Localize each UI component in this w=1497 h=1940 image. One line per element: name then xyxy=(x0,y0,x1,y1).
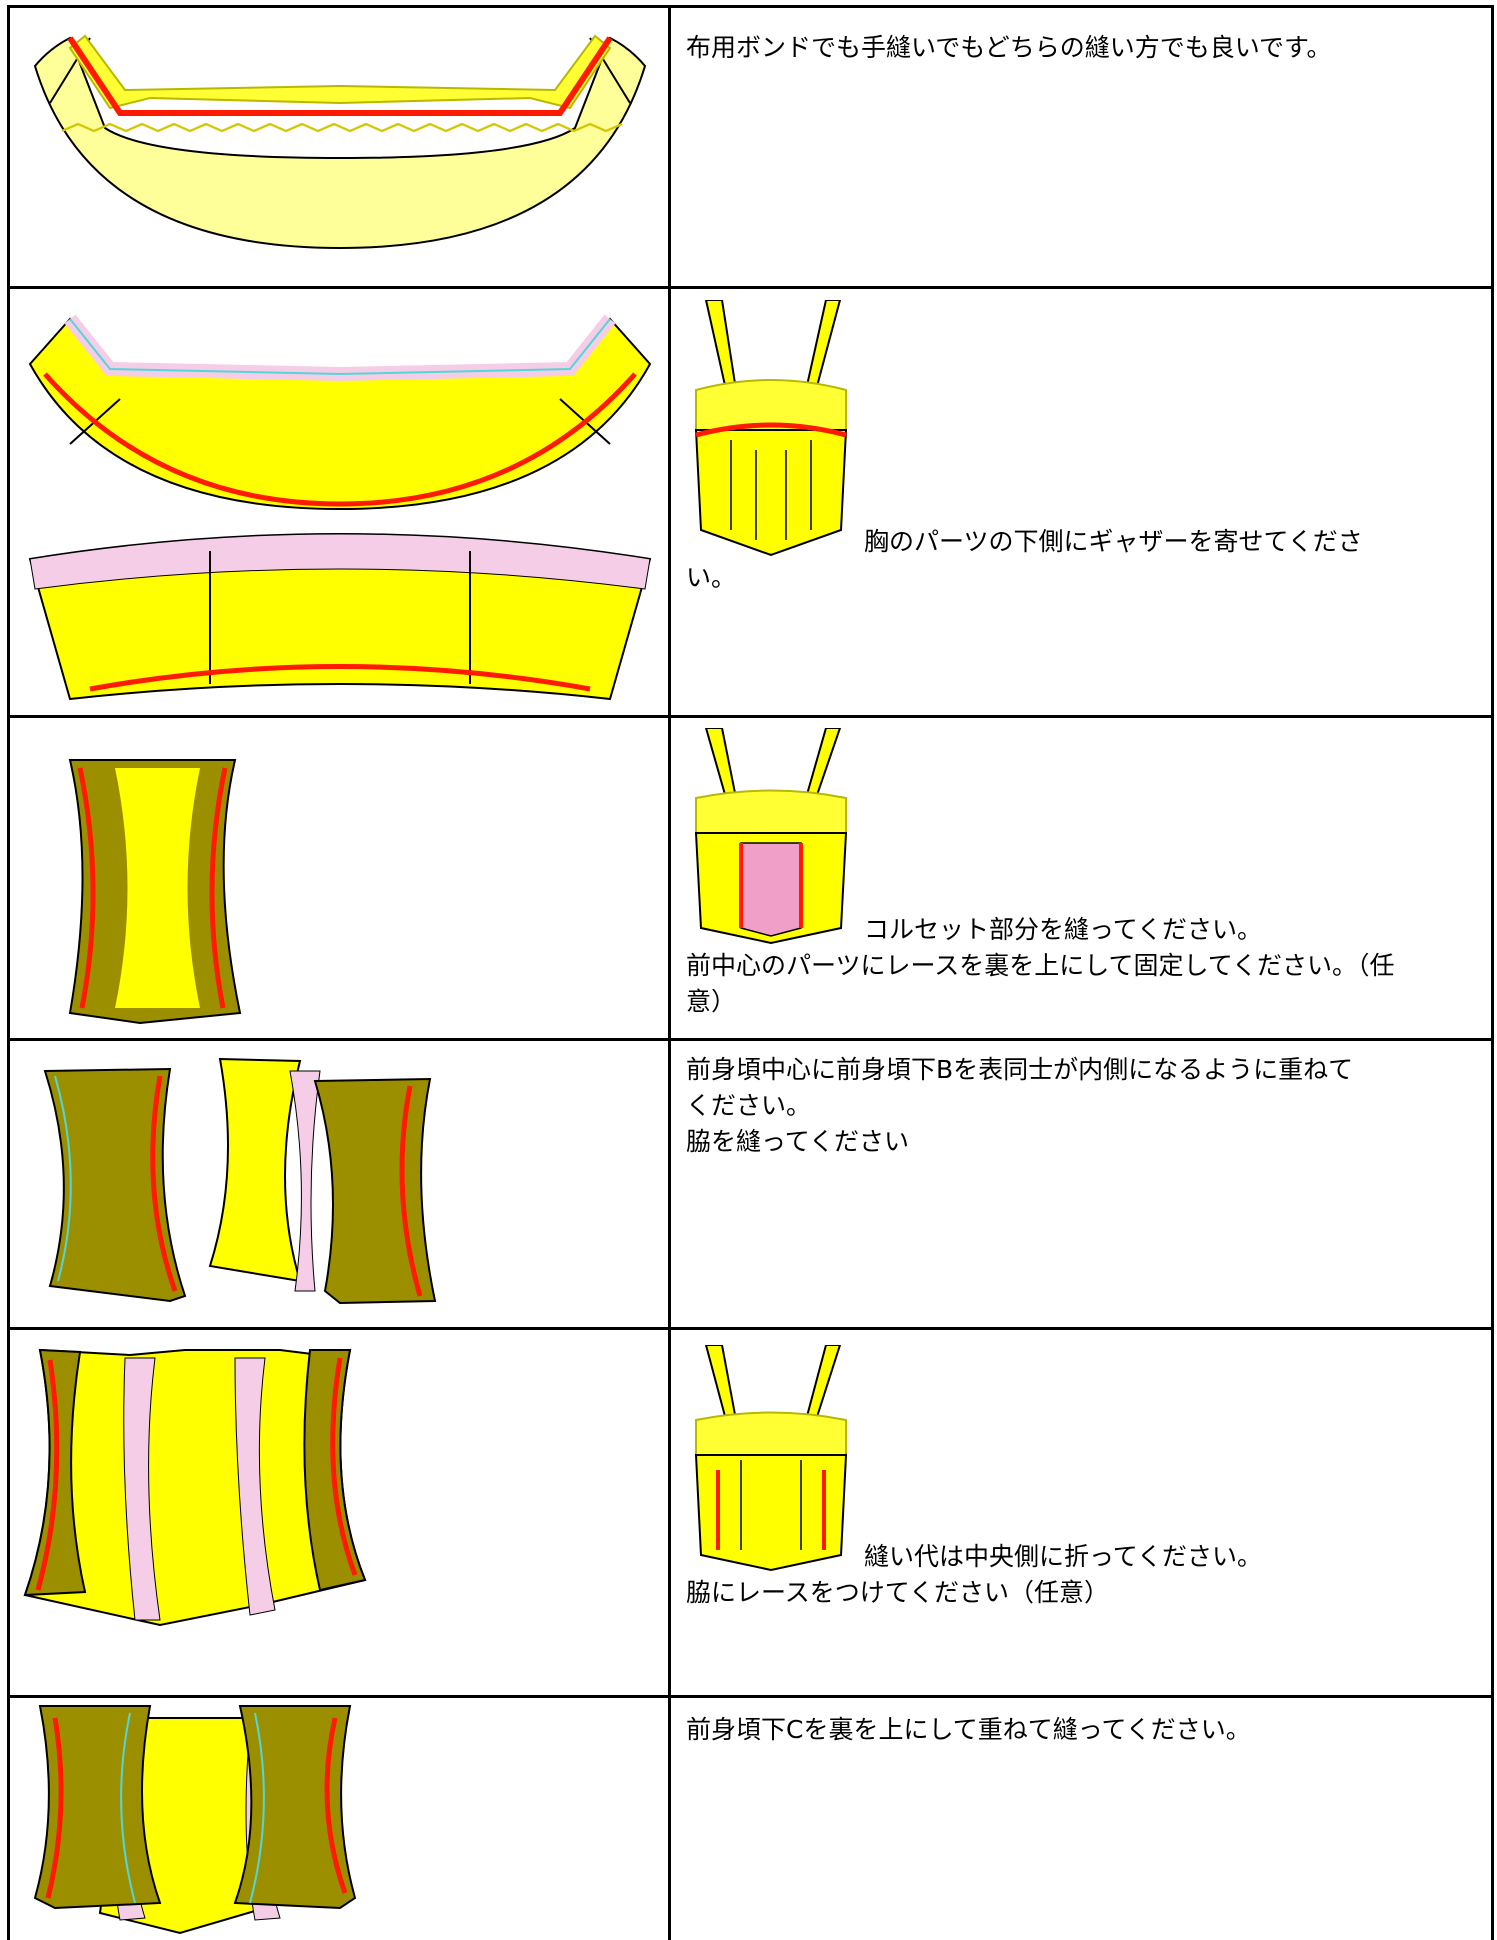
step-1-text: 布用ボンドでも手縫いでもどちらの縫い方でも良いです。 xyxy=(686,30,1476,66)
step-1-line-1: 布用ボンドでも手縫いでもどちらの縫い方でも良いです。 xyxy=(686,33,1332,62)
step-2-illustration xyxy=(10,289,668,715)
step-6-text: 前身頃下Cを裏を上にして重ねて縫ってください。 xyxy=(686,1712,1476,1748)
row-divider xyxy=(7,1695,1494,1698)
step-3-line-3: 意） xyxy=(686,987,737,1016)
step-3-dress-illustration xyxy=(694,728,848,945)
step-4-line-3: 脇を縫ってください xyxy=(686,1127,910,1156)
step-4-line-1: 前身頃中心に前身頃下Bを表同士が内側になるように重ねて xyxy=(686,1055,1354,1084)
step-5-illustration xyxy=(10,1330,668,1695)
step-1-illustration xyxy=(10,8,668,286)
step-5-text: 縫い代は中央側に折ってください。 脇にレースをつけてください（任意） xyxy=(686,1345,1476,1611)
step-3-line-2: 前中心のパーツにレースを裏を上にして固定してください。（任 xyxy=(686,951,1395,980)
step-4-text: 前身頃中心に前身頃下Bを表同士が内側になるように重ねて ください。 脇を縫ってく… xyxy=(686,1052,1476,1160)
row-divider xyxy=(7,1038,1494,1041)
table-border-right xyxy=(1491,5,1494,1940)
step-3-line-1: コルセット部分を縫ってください。 xyxy=(863,915,1262,944)
table-column-divider xyxy=(668,5,671,1940)
row-divider xyxy=(7,715,1494,718)
step-2-text: 胸のパーツの下側にギャザーを寄せてくださ い。 xyxy=(686,300,1476,596)
table-border-left xyxy=(7,5,10,1940)
step-4-line-2: ください。 xyxy=(686,1091,812,1120)
step-5-dress-illustration xyxy=(694,1345,848,1572)
step-4-illustration xyxy=(10,1041,668,1327)
step-2-dress-illustration xyxy=(694,300,848,557)
step-3-text: コルセット部分を縫ってください。 前中心のパーツにレースを裏を上にして固定してく… xyxy=(686,728,1476,1020)
step-6-illustration xyxy=(10,1698,668,1940)
table-border-top xyxy=(7,5,1494,8)
step-2-line-1: 胸のパーツの下側にギャザーを寄せてくださ xyxy=(863,527,1363,556)
row-divider xyxy=(7,286,1494,289)
step-5-line-1: 縫い代は中央側に折ってください。 xyxy=(863,1542,1262,1571)
step-6-line-1: 前身頃下Cを裏を上にして重ねて縫ってください。 xyxy=(686,1715,1251,1744)
row-divider xyxy=(7,1327,1494,1330)
step-2-line-2: い。 xyxy=(686,563,737,592)
step-5-line-2: 脇にレースをつけてください（任意） xyxy=(686,1578,1110,1607)
step-3-illustration xyxy=(10,718,668,1038)
